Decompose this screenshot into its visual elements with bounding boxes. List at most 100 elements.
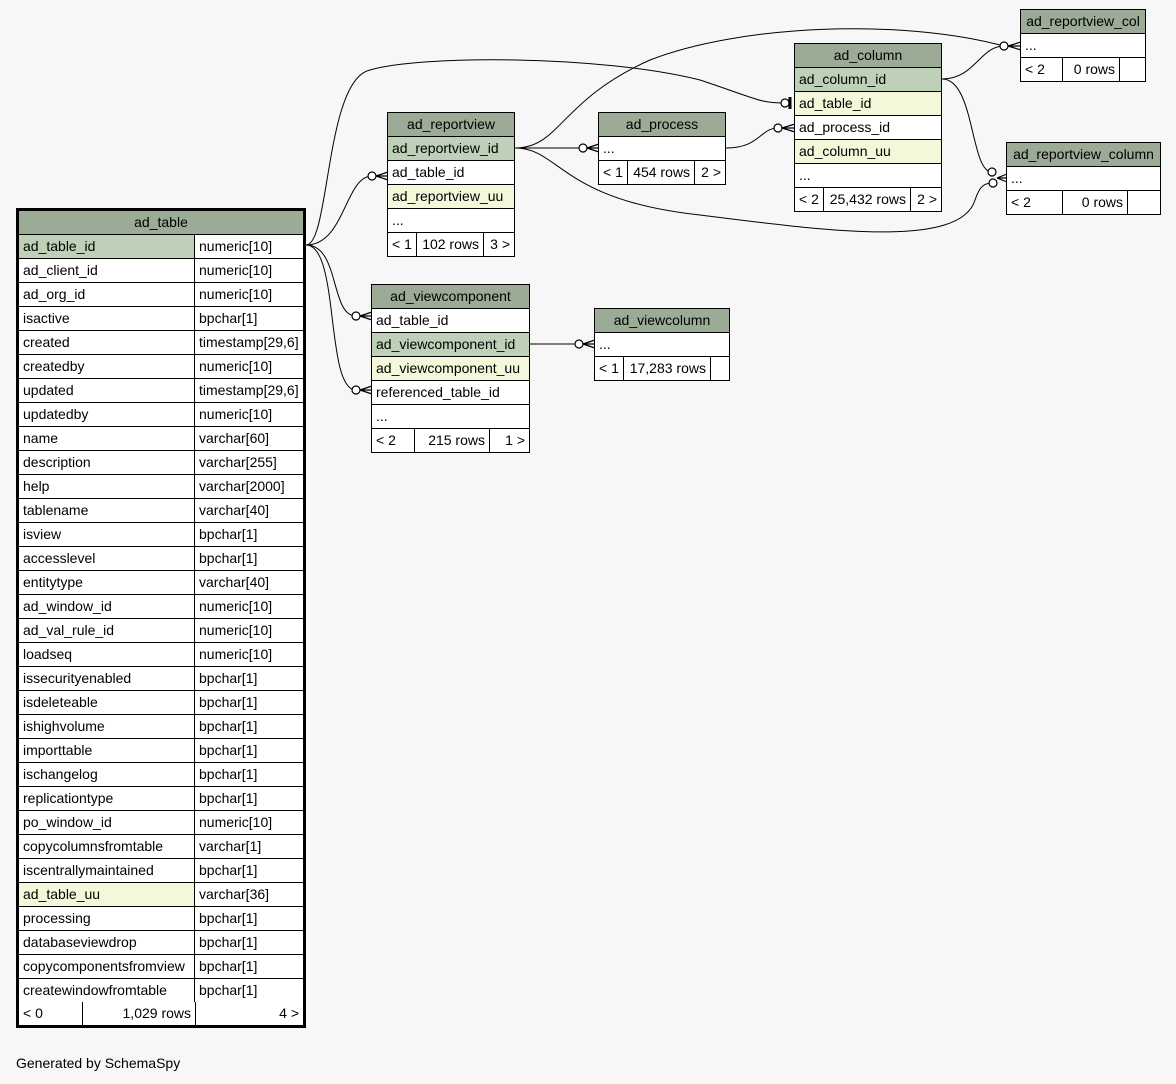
column-name: description (23, 454, 91, 470)
children-count[interactable]: 2 > (694, 161, 725, 184)
column-more[interactable]: ... (599, 137, 725, 161)
parents-count[interactable]: < 1 (392, 236, 412, 252)
children-count[interactable]: 4 > (195, 1002, 303, 1025)
row-count: 1,029 rows (82, 1002, 195, 1025)
optional-marker (988, 178, 998, 188)
column-type: bpchar[1] (194, 787, 303, 810)
children-count[interactable]: 1 > (489, 429, 529, 452)
table-header[interactable]: ad_column (795, 44, 941, 68)
table-ad_process[interactable]: ad_process ... < 1 454 rows 2 > (598, 112, 726, 185)
parents-count[interactable]: < 2 (1025, 61, 1045, 77)
children-count[interactable]: 3 > (483, 233, 514, 256)
column-name: accesslevel (23, 550, 96, 566)
column-type: bpchar[1] (194, 667, 303, 690)
column-ad_viewcomponent_id[interactable]: ad_viewcomponent_id (372, 333, 529, 357)
column-type: timestamp[29,6] (194, 331, 303, 354)
column-ad_viewcomponent_uu[interactable]: ad_viewcomponent_uu (372, 357, 529, 381)
children-count[interactable]: 2 > (910, 188, 941, 211)
table-ad_reportview_col[interactable]: ad_reportview_col ... < 2 0 rows (1020, 9, 1146, 82)
column-name: processing (23, 910, 91, 926)
table-ad_viewcolumn[interactable]: ad_viewcolumn ... < 1 17,283 rows (594, 308, 730, 381)
column-ad_table_id[interactable]: ad_table_id (372, 309, 529, 333)
table-ad_column[interactable]: ad_column ad_column_id ad_table_id ad_pr… (794, 43, 942, 212)
children-count[interactable] (1127, 191, 1160, 214)
column-ad_process_id[interactable]: ad_process_id (795, 116, 941, 140)
table-ad_reportview_column[interactable]: ad_reportview_column ... < 2 0 rows (1006, 142, 1161, 215)
column-referenced_table_id[interactable]: referenced_table_id (372, 381, 529, 405)
column-more[interactable]: ... (1007, 167, 1160, 191)
column-more[interactable]: ... (595, 333, 729, 357)
table-header[interactable]: ad_viewcomponent (372, 285, 529, 309)
table-header[interactable]: ad_reportview_col (1021, 10, 1145, 34)
column-more[interactable]: ... (1021, 34, 1145, 58)
column-ad_table_id[interactable]: ad_table_id (795, 92, 941, 116)
table-header[interactable]: ad_process (599, 113, 725, 137)
table-header[interactable]: ad_reportview (388, 113, 514, 137)
column-ad_reportview_uu[interactable]: ad_reportview_uu (388, 185, 514, 209)
parents-count[interactable]: < 1 (599, 360, 619, 376)
table-ad_reportview[interactable]: ad_reportview ad_reportview_id ad_table_… (387, 112, 515, 257)
table-header[interactable]: ad_table (19, 211, 303, 235)
column-type: bpchar[1] (194, 859, 303, 882)
generated-by-footer: Generated by SchemaSpy (16, 1055, 181, 1071)
column-ad_column_id[interactable]: ad_column_id (795, 68, 941, 92)
table-footer: < 1 454 rows 2 > (599, 161, 725, 184)
column-name: iscentrallymaintained (23, 862, 154, 878)
column-ad_column_uu[interactable]: ad_column_uu (795, 140, 941, 164)
column-iscentrallymaintained[interactable]: iscentrallymaintained bpchar[1] (19, 859, 303, 883)
parents-count[interactable]: < 0 (23, 1005, 43, 1021)
parents-count[interactable]: < 2 (1011, 194, 1031, 210)
column-ad_reportview_id[interactable]: ad_reportview_id (388, 137, 514, 161)
column-more[interactable]: ... (372, 405, 529, 429)
column-more[interactable]: ... (795, 164, 941, 188)
parents-count[interactable]: < 2 (376, 432, 396, 448)
column-more[interactable]: ... (388, 209, 514, 233)
row-count: 0 rows (1062, 191, 1127, 214)
table-header[interactable]: ad_viewcolumn (595, 309, 729, 333)
column-ad_table_id[interactable]: ad_table_id (388, 161, 514, 185)
column-type: bpchar[1] (194, 523, 303, 546)
table-ad_viewcomponent[interactable]: ad_viewcomponent ad_table_id ad_viewcomp… (371, 284, 530, 453)
parents-count[interactable]: < 2 (799, 191, 819, 207)
children-count[interactable] (710, 357, 729, 380)
children-count[interactable] (1119, 58, 1145, 81)
fk-reportview-col-column (941, 45, 1005, 80)
column-type: bpchar[1] (194, 763, 303, 786)
table-header[interactable]: ad_reportview_column (1007, 143, 1160, 167)
parents-count[interactable]: < 1 (603, 164, 623, 180)
column-name: ad_process_id (799, 119, 891, 135)
